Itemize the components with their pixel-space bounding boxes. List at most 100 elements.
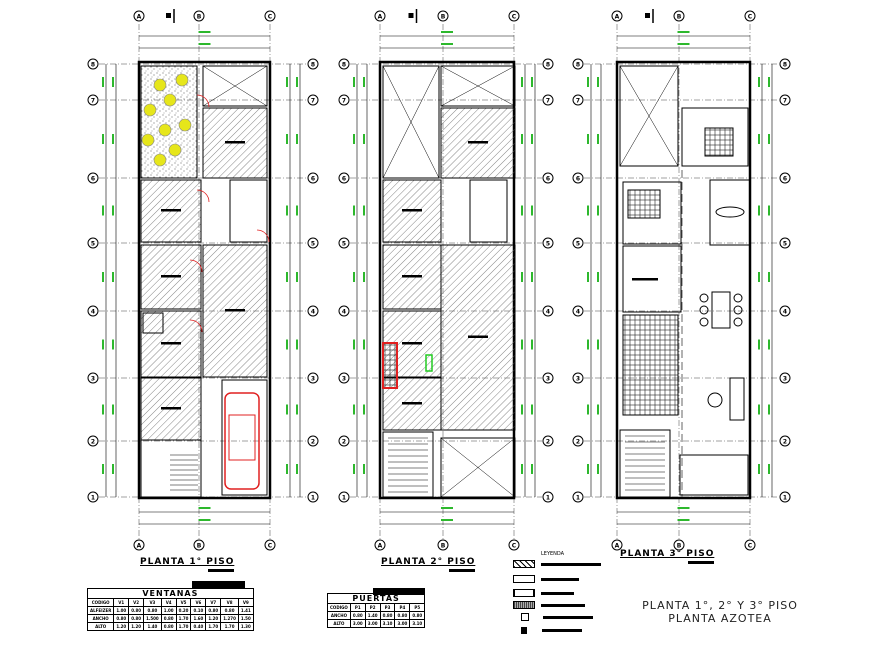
axis-label: 1 — [576, 495, 580, 502]
dining-table-icon — [711, 291, 731, 329]
table-cell: 1.00 — [160, 606, 177, 615]
chair-icon — [699, 305, 709, 315]
table-header-cell: CODIGO — [327, 603, 351, 612]
axis-label: 1 — [783, 495, 787, 502]
dimension-text — [353, 464, 355, 474]
table-header-cell: V9 — [237, 598, 254, 607]
table-cell: 3.00 — [349, 619, 366, 628]
void-area — [440, 65, 516, 107]
table-cell: 1.70 — [220, 622, 239, 631]
bathroom — [229, 179, 268, 243]
legend-swatch-empty — [513, 575, 535, 583]
tree-icon — [163, 93, 177, 107]
table-cell: 1.50 — [237, 614, 254, 623]
legend-title: LEYENDA — [541, 551, 565, 557]
dimension-text — [286, 464, 288, 474]
dimension-text — [286, 77, 288, 87]
dimension-text — [296, 404, 298, 415]
dimension-text — [112, 134, 114, 144]
axis-label: C — [512, 14, 517, 21]
axis-bubble — [193, 10, 205, 22]
legend-item-wall — [513, 574, 579, 584]
axis-bubble — [779, 305, 791, 317]
axis-bubble — [572, 94, 584, 106]
table-cell: 0.80 — [394, 611, 411, 620]
bed-icon — [627, 189, 661, 219]
axis-bubble — [338, 237, 350, 249]
exterior-wall — [615, 60, 752, 500]
chair-icon — [733, 293, 743, 303]
axis-label: C — [268, 543, 273, 550]
dimension-text — [597, 205, 599, 216]
axis-bubble — [307, 491, 319, 503]
dimension-text — [112, 339, 114, 350]
table-cell: ALFEIZER — [86, 606, 115, 615]
table-header-cell: V4 — [160, 598, 177, 607]
axis-label: B — [441, 543, 446, 550]
chair-icon — [699, 317, 709, 327]
dimension-text — [768, 134, 770, 144]
table-cell: 3.10 — [379, 619, 396, 628]
dimension-text — [286, 134, 288, 144]
tree-icon — [153, 78, 167, 92]
table-cell: ANCHO — [327, 611, 351, 620]
legend-swatch-beam — [513, 601, 535, 609]
dimension-text — [597, 272, 599, 282]
dimension-text — [112, 404, 114, 415]
dimension-text — [521, 77, 523, 87]
axis-label: 7 — [342, 98, 346, 105]
table-header-cell: V2 — [128, 598, 145, 607]
dimension-text — [531, 404, 533, 415]
table-cell: 1.70 — [175, 622, 192, 631]
dimension-text — [587, 404, 589, 415]
table-cell: 0.80 — [143, 606, 162, 615]
dimension-text — [768, 272, 770, 282]
dimension-text — [441, 507, 453, 509]
dimension-text — [677, 507, 690, 509]
axis-label: A — [378, 14, 383, 21]
table-cell: 0.80 — [160, 614, 177, 623]
axis-bubble — [437, 539, 449, 551]
sheet-title: PLANTA 1°, 2° Y 3° PISO PLANTA AZOTEA — [600, 599, 840, 625]
chair-icon — [733, 317, 743, 327]
dimension-text — [521, 404, 523, 415]
tree-icon — [153, 153, 167, 167]
dimension-text — [677, 519, 690, 521]
legend-label-bar — [542, 628, 582, 632]
dimension-text — [587, 339, 589, 350]
dimension-text — [587, 77, 589, 87]
plan-title-1: PLANTA 1° PISO — [140, 557, 235, 572]
axis-label: 4 — [783, 309, 787, 316]
table-cell: ALTO — [86, 622, 115, 631]
ventanas-title: VENTANAS — [87, 588, 254, 598]
table-cell: 1.00 — [113, 606, 130, 615]
table-cell: 0.80 — [113, 614, 130, 623]
axis-bubble — [87, 237, 99, 249]
axis-label: 8 — [342, 62, 346, 69]
room-label — [468, 141, 488, 144]
table-cell: 0.80 — [128, 606, 145, 615]
room-label — [402, 209, 422, 212]
dimension-text — [531, 339, 533, 350]
plan-title-2: PLANTA 2° PISO — [381, 557, 476, 572]
ventanas-title-bar — [192, 581, 245, 588]
chair-icon — [699, 293, 709, 303]
dimension-text — [296, 134, 298, 144]
sheet-title-line-2: PLANTA AZOTEA — [668, 612, 772, 625]
axis-label: 4 — [311, 309, 315, 316]
legend-label-bar — [541, 577, 579, 581]
dimension-text — [112, 77, 114, 87]
dimension-text — [758, 77, 760, 87]
axis-label: 1 — [311, 495, 315, 502]
axis-bubble — [673, 10, 685, 22]
dimension-text — [531, 134, 533, 144]
green-element — [425, 354, 433, 372]
dimension-text — [102, 205, 104, 216]
axis-label: A — [137, 543, 142, 550]
axis-bubble — [374, 539, 386, 551]
axis-bubble — [611, 539, 623, 551]
axis-label: 2 — [576, 439, 580, 446]
